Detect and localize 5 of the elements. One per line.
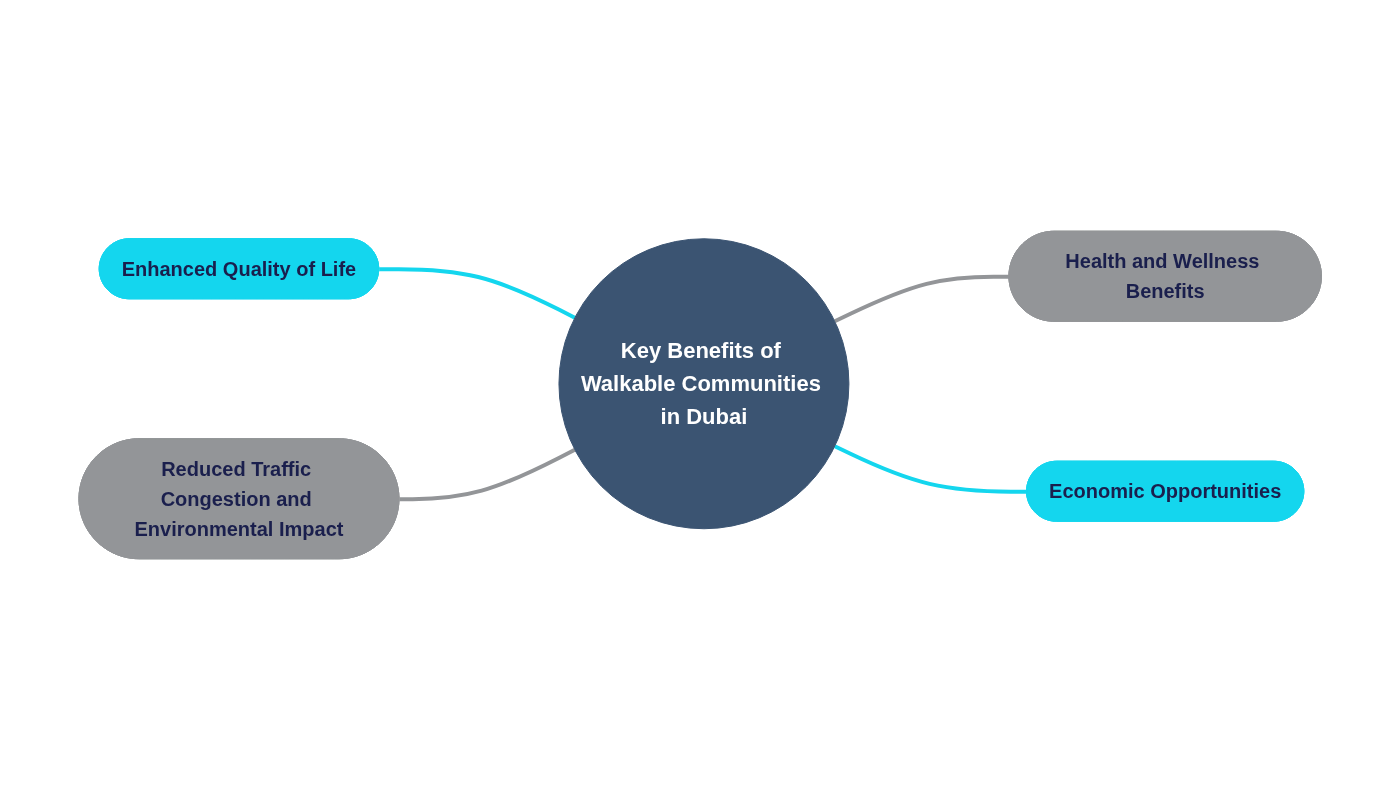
connector: [833, 274, 1010, 323]
connector: [399, 447, 576, 501]
connector: [379, 266, 576, 320]
node-circle: Key Benefits of Walkable Communities in Dubai: [558, 237, 850, 529]
connector: [833, 443, 1027, 494]
